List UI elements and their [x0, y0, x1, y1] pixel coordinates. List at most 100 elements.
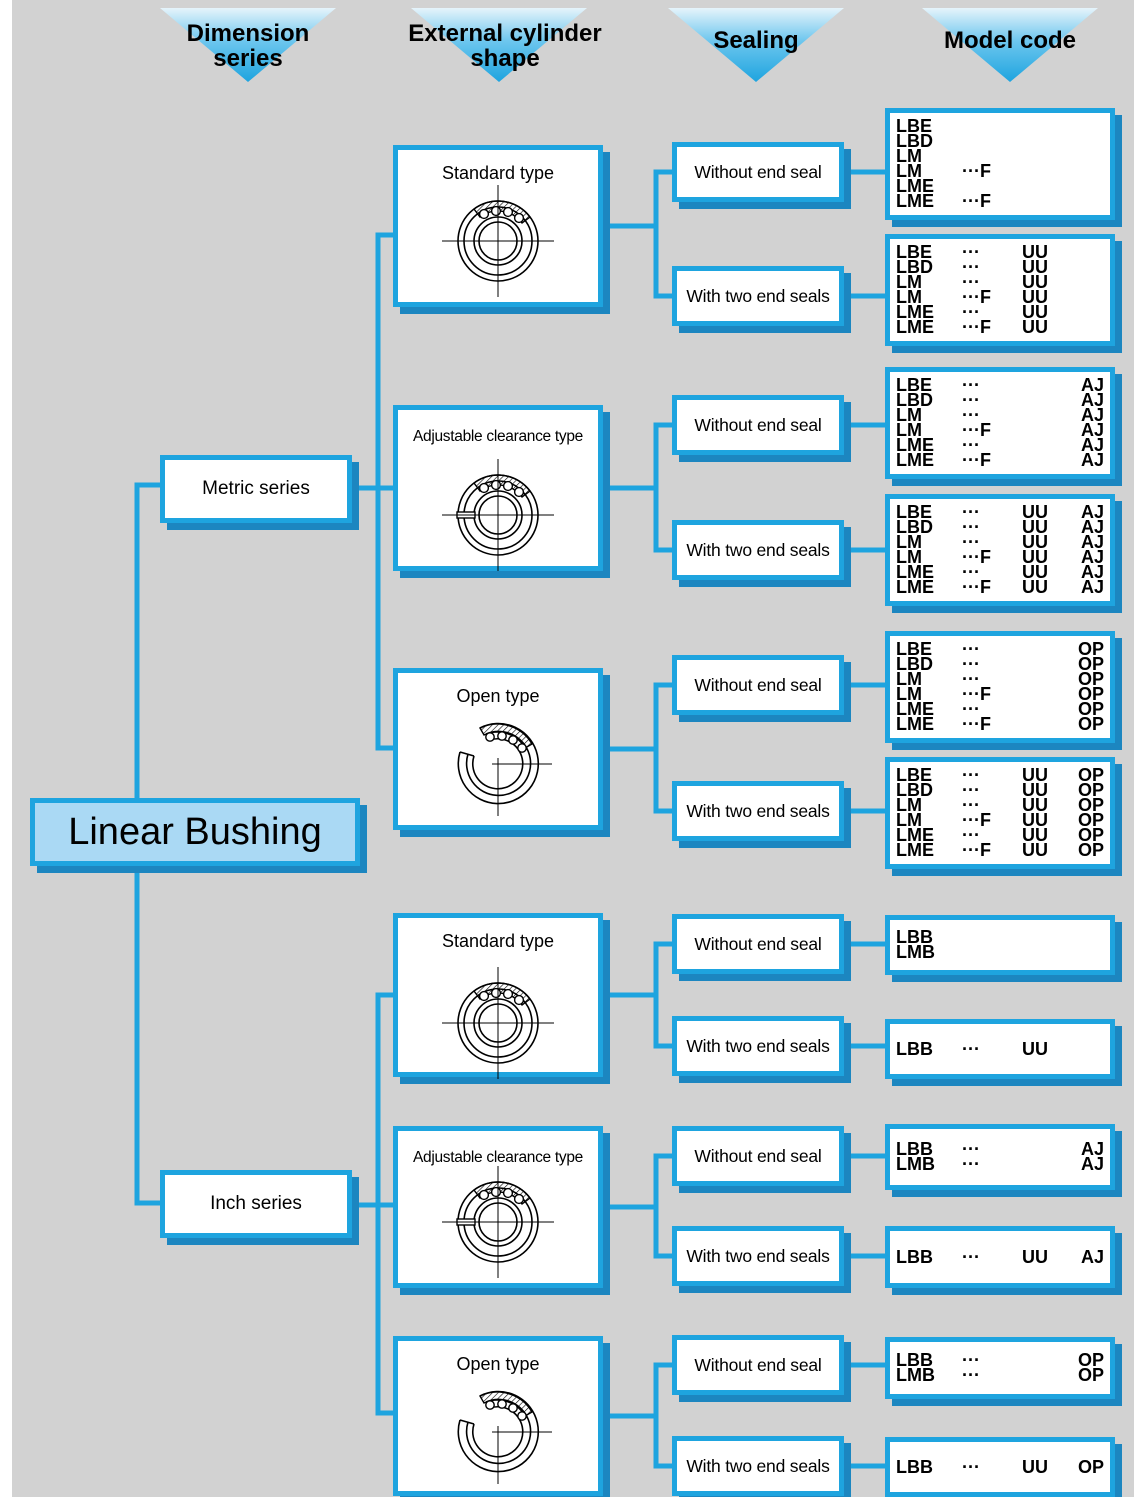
model-suffix-flange: ···	[962, 1247, 980, 1267]
model-suffix-type: OP	[1077, 810, 1104, 830]
model-prefix: LM	[896, 420, 922, 440]
model-prefix: LME	[896, 176, 934, 196]
model-suffix-type: OP	[1077, 654, 1104, 674]
model-prefix: LMB	[896, 1365, 935, 1385]
model-code-row: LBE	[890, 116, 1110, 136]
model-suffix-flange: ···F	[962, 547, 991, 567]
model-prefix: LBB	[896, 1039, 933, 1059]
model-suffix-type: OP	[1077, 825, 1104, 845]
model-prefix: LBD	[896, 654, 933, 674]
model-suffix-seal: UU	[1022, 1247, 1048, 1267]
model-suffix-seal: UU	[1022, 272, 1048, 292]
model-code-row: LM···F	[890, 161, 1110, 181]
model-prefix: LBD	[896, 517, 933, 537]
model-code-row: LBB ··· UU AJ	[890, 1246, 1110, 1268]
model-suffix-type: OP	[1077, 780, 1104, 800]
shape-label: Open type	[456, 686, 540, 706]
model-suffix-flange: ···	[962, 654, 980, 674]
model-code-row: LME···OP	[890, 700, 1110, 718]
model-prefix: LBE	[896, 375, 932, 395]
standard-bushing-icon	[442, 185, 554, 297]
standard-bushing-icon	[442, 967, 554, 1079]
model-suffix-type: AJ	[1080, 1154, 1104, 1174]
model-code-row: LBB···AJ	[890, 1139, 1110, 1159]
model-prefix: LBD	[896, 390, 933, 410]
model-suffix-flange: ···F	[962, 810, 991, 830]
model-suffix-type: AJ	[1080, 375, 1104, 395]
model-suffix-flange: ···F	[962, 714, 991, 734]
model-suffix-seal: UU	[1022, 577, 1048, 597]
model-prefix: LME	[896, 191, 934, 211]
sealing-without-end-seal: Without end seal	[672, 142, 844, 202]
shape-label: Standard type	[441, 931, 555, 951]
model-prefix: LME	[896, 317, 934, 337]
model-suffix-type: AJ	[1080, 450, 1104, 470]
model-code-row: LMB···OP	[890, 1365, 1110, 1385]
model-prefix: LME	[896, 562, 934, 582]
model-suffix-flange: ···	[962, 1457, 980, 1477]
model-suffix-seal: UU	[1022, 502, 1048, 522]
model-code-row: LBD	[890, 132, 1110, 150]
model-prefix: LBB	[896, 1247, 933, 1267]
model-suffix-flange: ···F	[962, 450, 991, 470]
model-prefix: LM	[896, 795, 922, 815]
model-prefix: LMB	[896, 1154, 935, 1174]
model-suffix-seal: UU	[1022, 532, 1048, 552]
shape-label: Standard type	[441, 163, 555, 183]
model-suffix-type: AJ	[1080, 435, 1104, 455]
model-prefix: LM	[896, 161, 922, 181]
series-inch: Inch series	[160, 1170, 352, 1238]
model-suffix-flange: ···	[962, 780, 980, 800]
model-suffix-seal: UU	[1022, 780, 1048, 800]
model-prefix: LBE	[896, 116, 932, 136]
model-prefix: LBE	[896, 765, 932, 785]
model-suffix-flange: ···F	[962, 840, 991, 860]
model-suffix-type: AJ	[1080, 547, 1104, 567]
model-suffix-flange: ···F	[962, 317, 991, 337]
model-suffix-flange: ···	[962, 1154, 980, 1174]
model-suffix-type: AJ	[1080, 405, 1104, 425]
sealing-with-two-end-seals: With two end seals	[672, 1226, 844, 1286]
model-suffix-seal: UU	[1022, 317, 1048, 337]
model-suffix-type: AJ	[1080, 1139, 1104, 1159]
model-code-row: LBB	[890, 928, 1110, 946]
model-suffix-type: AJ	[1080, 517, 1104, 537]
model-prefix: LME	[896, 302, 934, 322]
model-suffix-seal: UU	[1022, 287, 1048, 307]
model-suffix-type: OP	[1077, 795, 1104, 815]
model-suffix-type: AJ	[1080, 577, 1104, 597]
model-suffix-seal: UU	[1022, 562, 1048, 582]
model-suffix-seal: UU	[1022, 765, 1048, 785]
shape-label: Open type	[456, 1354, 540, 1374]
model-suffix-flange: ···F	[962, 191, 991, 211]
model-suffix-seal: UU	[1022, 1039, 1048, 1059]
model-prefix: LM	[896, 405, 922, 425]
model-suffix-type: AJ	[1080, 502, 1104, 522]
model-suffix-flange: ···	[962, 669, 980, 689]
model-suffix-type: AJ	[1080, 1247, 1104, 1267]
model-prefix: LBB	[896, 1350, 933, 1370]
model-prefix: LBE	[896, 242, 932, 262]
model-code-row: LM···AJ	[890, 405, 1110, 425]
sealing-without-end-seal: Without end seal	[672, 395, 844, 455]
model-prefix: LMB	[896, 942, 935, 962]
model-suffix-seal: UU	[1022, 517, 1048, 537]
model-prefix: LBD	[896, 257, 933, 277]
model-suffix-flange: ···	[962, 502, 980, 522]
